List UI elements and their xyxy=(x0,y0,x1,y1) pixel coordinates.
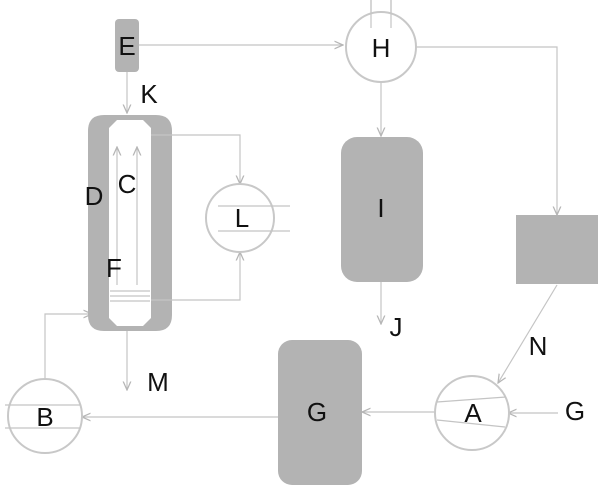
label-g-vessel: G xyxy=(307,397,327,427)
label-j: J xyxy=(390,312,403,342)
label-d: D xyxy=(85,181,104,211)
label-b: B xyxy=(36,402,53,432)
vessel-g xyxy=(278,340,362,485)
line-h-to-box xyxy=(414,46,557,215)
unit-l xyxy=(205,183,290,253)
label-c: C xyxy=(118,169,137,199)
line-box-to-a xyxy=(498,284,558,383)
label-n: N xyxy=(529,331,548,361)
column-unit xyxy=(88,115,172,331)
line-b-to-column xyxy=(44,314,92,380)
label-a: A xyxy=(464,398,482,428)
unit-a xyxy=(434,375,510,451)
label-l: L xyxy=(235,203,249,233)
unit-h xyxy=(345,0,417,83)
box-unlabeled xyxy=(516,215,598,284)
unit-b xyxy=(5,378,83,454)
line-l-to-column xyxy=(172,252,240,301)
column-outer-jacket xyxy=(88,115,172,331)
line-column-to-l xyxy=(172,134,240,184)
label-h: H xyxy=(372,33,391,63)
label-k: K xyxy=(140,79,158,109)
label-m: M xyxy=(147,367,169,397)
block-e xyxy=(115,19,139,72)
vessel-i xyxy=(341,137,423,282)
label-f: F xyxy=(106,253,122,283)
label-e: E xyxy=(118,31,135,61)
label-i: I xyxy=(377,193,384,223)
label-g-inlet: G xyxy=(565,396,585,426)
connection-lines xyxy=(44,0,558,417)
